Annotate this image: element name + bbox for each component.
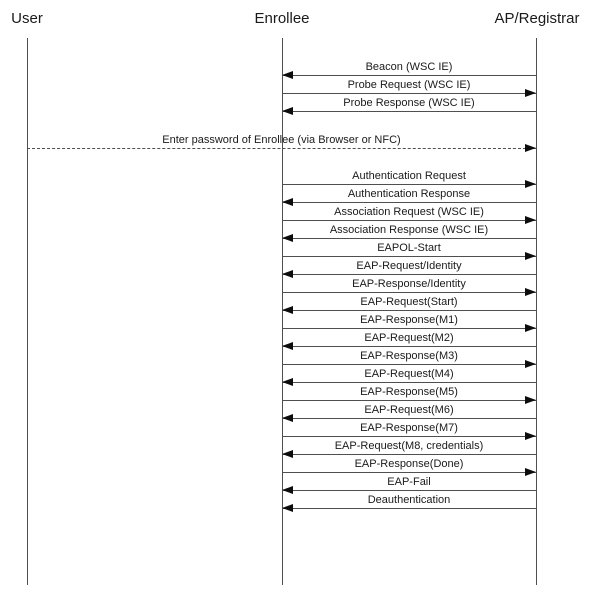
message-line [282, 382, 536, 383]
arrowhead-left-icon [282, 378, 293, 386]
message-row: Authentication Response [282, 187, 536, 207]
message-line [282, 256, 536, 257]
message-row: Probe Request (WSC IE) [282, 78, 536, 98]
arrowhead-left-icon [282, 342, 293, 350]
message-row: Association Response (WSC IE) [282, 223, 536, 243]
message-label: EAP-Response(Done) [354, 458, 464, 470]
arrowhead-left-icon [282, 306, 293, 314]
arrowhead-right-icon [525, 288, 536, 296]
arrowhead-left-icon [282, 234, 293, 242]
message-label: Association Response (WSC IE) [329, 224, 489, 236]
message-line [282, 346, 536, 347]
message-line [27, 148, 536, 149]
message-row: EAP-Request(M8, credentials) [282, 439, 536, 459]
lifeline-user [27, 38, 28, 585]
message-row: EAPOL-Start [282, 241, 536, 261]
message-label: EAPOL-Start [377, 242, 441, 254]
message-label: EAP-Request(M4) [364, 368, 454, 380]
message-line [282, 364, 536, 365]
message-label: Deauthentication [367, 494, 451, 506]
message-row: Association Request (WSC IE) [282, 205, 536, 225]
arrowhead-left-icon [282, 270, 293, 278]
arrowhead-right-icon [525, 89, 536, 97]
arrowhead-right-icon [525, 396, 536, 404]
message-line [282, 472, 536, 473]
message-line [282, 111, 536, 112]
message-row: Authentication Request [282, 169, 536, 189]
arrowhead-right-icon [525, 144, 536, 152]
arrowhead-left-icon [282, 486, 293, 494]
message-row: EAP-Response(M5) [282, 385, 536, 405]
message-line [282, 238, 536, 239]
arrowhead-right-icon [525, 324, 536, 332]
message-line [282, 490, 536, 491]
message-label: Authentication Response [347, 188, 471, 200]
message-row: EAP-Response(M3) [282, 349, 536, 369]
actor-label-user: User [11, 10, 43, 27]
message-label: Beacon (WSC IE) [365, 61, 453, 73]
message-row: EAP-Response(Done) [282, 457, 536, 477]
message-row: EAP-Request(Start) [282, 295, 536, 315]
message-row: EAP-Response/Identity [282, 277, 536, 297]
message-label: EAP-Response(M1) [360, 314, 458, 326]
message-label: EAP-Response(M5) [360, 386, 458, 398]
message-line [282, 400, 536, 401]
message-line [282, 93, 536, 94]
message-label: EAP-Request(M2) [364, 332, 454, 344]
message-label: EAP-Request/Identity [356, 260, 462, 272]
message-row: EAP-Response(M1) [282, 313, 536, 333]
message-line [282, 454, 536, 455]
message-line [282, 418, 536, 419]
message-label: EAP-Response(M7) [360, 422, 458, 434]
arrowhead-left-icon [282, 504, 293, 512]
message-label: EAP-Request(M8, credentials) [334, 440, 484, 452]
message-line [282, 328, 536, 329]
message-line [282, 75, 536, 76]
message-row: Enter password of Enrollee (via Browser … [27, 133, 536, 153]
arrowhead-left-icon [282, 198, 293, 206]
message-row: Deauthentication [282, 493, 536, 513]
message-label: Probe Response (WSC IE) [343, 97, 475, 109]
message-row: EAP-Request/Identity [282, 259, 536, 279]
message-label: EAP-Response/Identity [352, 278, 466, 290]
message-line [282, 292, 536, 293]
message-label: Enter password of Enrollee (via Browser … [162, 134, 401, 146]
actor-label-enrollee: Enrollee [254, 10, 310, 27]
message-label: EAP-Request(M6) [364, 404, 454, 416]
message-row: Probe Response (WSC IE) [282, 96, 536, 116]
arrowhead-right-icon [525, 216, 536, 224]
message-label: Association Request (WSC IE) [334, 206, 484, 218]
arrowhead-right-icon [525, 180, 536, 188]
message-line [282, 436, 536, 437]
message-label: EAP-Response(M3) [360, 350, 458, 362]
message-row: EAP-Response(M7) [282, 421, 536, 441]
message-row: EAP-Request(M2) [282, 331, 536, 351]
message-row: Beacon (WSC IE) [282, 60, 536, 80]
arrowhead-left-icon [282, 107, 293, 115]
message-row: EAP-Fail [282, 475, 536, 495]
message-label: Authentication Request [352, 170, 466, 182]
actor-label-ap-registrar: AP/Registrar [494, 10, 580, 27]
message-line [282, 220, 536, 221]
message-label: Probe Request (WSC IE) [347, 79, 471, 91]
arrowhead-left-icon [282, 414, 293, 422]
message-label: EAP-Request(Start) [360, 296, 458, 308]
arrowhead-right-icon [525, 252, 536, 260]
arrowhead-right-icon [525, 360, 536, 368]
lifeline-ap-registrar [536, 38, 537, 585]
arrowhead-left-icon [282, 450, 293, 458]
message-line [282, 202, 536, 203]
arrowhead-right-icon [525, 432, 536, 440]
message-line [282, 508, 536, 509]
message-label: EAP-Fail [387, 476, 431, 488]
arrowhead-left-icon [282, 71, 293, 79]
message-line [282, 274, 536, 275]
message-line [282, 184, 536, 185]
message-row: EAP-Request(M4) [282, 367, 536, 387]
message-row: EAP-Request(M6) [282, 403, 536, 423]
message-line [282, 310, 536, 311]
arrowhead-right-icon [525, 468, 536, 476]
